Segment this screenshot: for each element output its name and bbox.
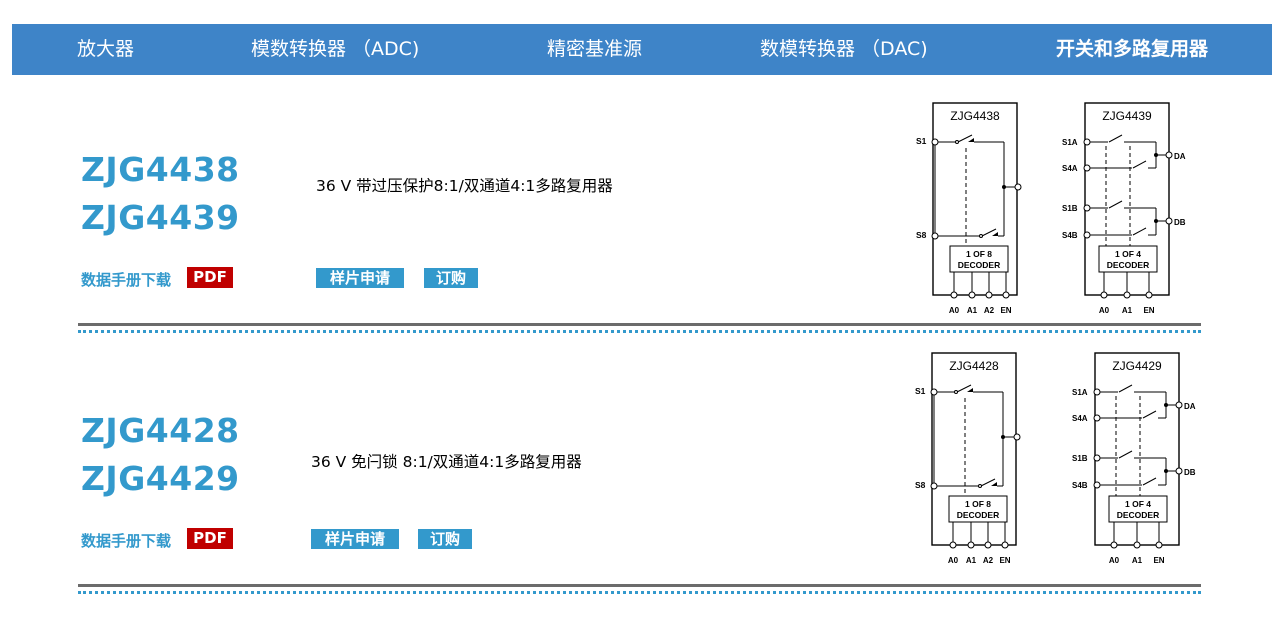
diagram-title: ZJG4439 <box>1102 109 1152 123</box>
pin-label: A1 <box>967 306 978 315</box>
decoder-label: 1 OF 8 <box>966 249 992 259</box>
pin-label: A1 <box>1122 306 1133 315</box>
dual-mux-4to1-diagram: ZJG4429 S1A S4A S1B S4B DA DB 1 OF 4 <box>1072 352 1196 565</box>
pin-label: A0 <box>1099 306 1110 315</box>
decoder-label: DECODER <box>1107 260 1150 270</box>
part-number[interactable]: ZJG4429 <box>81 459 240 498</box>
pdf-badge[interactable]: PDF <box>187 528 233 549</box>
nav-item-switches-mux[interactable]: 开关和多路复用器 <box>1056 38 1209 60</box>
decoder-label: DECODER <box>958 260 1001 270</box>
order-button[interactable]: 订购 <box>418 529 472 549</box>
part-number[interactable]: ZJG4439 <box>81 198 240 237</box>
decoder-label: 1 OF 4 <box>1125 499 1151 509</box>
datasheet-download-link[interactable]: 数据手册下载 <box>81 271 172 289</box>
decoder-label: 1 OF 8 <box>965 499 991 509</box>
order-button[interactable]: 订购 <box>424 268 478 288</box>
nav-item-adc[interactable]: 模数转换器 （ADC) <box>251 38 420 60</box>
pin-label: S1A <box>1062 138 1078 147</box>
diagram-title: ZJG4428 <box>949 359 999 373</box>
pdf-badge[interactable]: PDF <box>187 267 233 288</box>
pin-label: A0 <box>949 306 960 315</box>
pin-label: S1 <box>915 386 926 396</box>
sample-request-button[interactable]: 样片申请 <box>316 268 404 288</box>
pin-label: DB <box>1174 218 1186 227</box>
pin-label: S1A <box>1072 388 1088 397</box>
nav-item-dac[interactable]: 数模转换器 （DAC) <box>760 38 928 60</box>
pin-label: A2 <box>983 556 994 565</box>
mux-8to1-diagram: ZJG4438 S1 S8 D 1 OF 8 DECODER A0 A1 <box>916 102 1022 315</box>
pin-label: A0 <box>1109 556 1120 565</box>
dual-mux-4to1-diagram: ZJG4439 S1A S4A S1B S4B DA DB 1 OF 4 <box>1062 102 1186 315</box>
pin-label: A1 <box>966 556 977 565</box>
pin-label: EN <box>999 556 1010 565</box>
divider-solid <box>78 584 1201 587</box>
decoder-label: DECODER <box>957 510 1000 520</box>
diagram-title: ZJG4429 <box>1112 359 1162 373</box>
decoder-label: DECODER <box>1117 510 1160 520</box>
pin-label: EN <box>1143 306 1154 315</box>
pin-label: DA <box>1184 402 1196 411</box>
pin-label: A2 <box>984 306 995 315</box>
pin-label: S4A <box>1072 414 1088 423</box>
datasheet-download-link[interactable]: 数据手册下载 <box>81 532 172 550</box>
product-description: 36 V 带过压保护8:1/双通道4:1多路复用器 <box>316 177 613 195</box>
pin-label: S8 <box>915 480 926 490</box>
pin-label: S1B <box>1072 454 1088 463</box>
pin-label: S8 <box>916 230 927 240</box>
nav-item-voltage-reference[interactable]: 精密基准源 <box>547 38 643 60</box>
part-number[interactable]: ZJG4428 <box>81 411 240 450</box>
sample-request-button[interactable]: 样片申请 <box>311 529 399 549</box>
divider-solid <box>78 323 1201 326</box>
decoder-label: 1 OF 4 <box>1115 249 1141 259</box>
pin-label: A0 <box>948 556 959 565</box>
pin-label: EN <box>1153 556 1164 565</box>
pin-label: S4A <box>1062 164 1078 173</box>
divider-dotted <box>78 591 1201 594</box>
part-number[interactable]: ZJG4438 <box>81 150 240 189</box>
pin-label: DA <box>1174 152 1186 161</box>
pin-label: EN <box>1000 306 1011 315</box>
product-description: 36 V 免闩锁 8:1/双通道4:1多路复用器 <box>311 453 582 471</box>
category-nav: 放大器 模数转换器 （ADC) 精密基准源 数模转换器 （DAC) 开关和多路复… <box>12 24 1272 75</box>
pin-label: S4B <box>1062 231 1078 240</box>
divider-dotted <box>78 330 1201 333</box>
pin-label: DB <box>1184 468 1196 477</box>
pin-label: S1 <box>916 136 927 146</box>
pin-label: S1B <box>1062 204 1078 213</box>
pin-label: S4B <box>1072 481 1088 490</box>
nav-item-amplifiers[interactable]: 放大器 <box>77 38 135 60</box>
mux-8to1-diagram: ZJG4428 S1 S8 D 1 OF 8 DECODER A0 A1 <box>915 352 1021 565</box>
pin-label: A1 <box>1132 556 1143 565</box>
diagram-title: ZJG4438 <box>950 109 1000 123</box>
